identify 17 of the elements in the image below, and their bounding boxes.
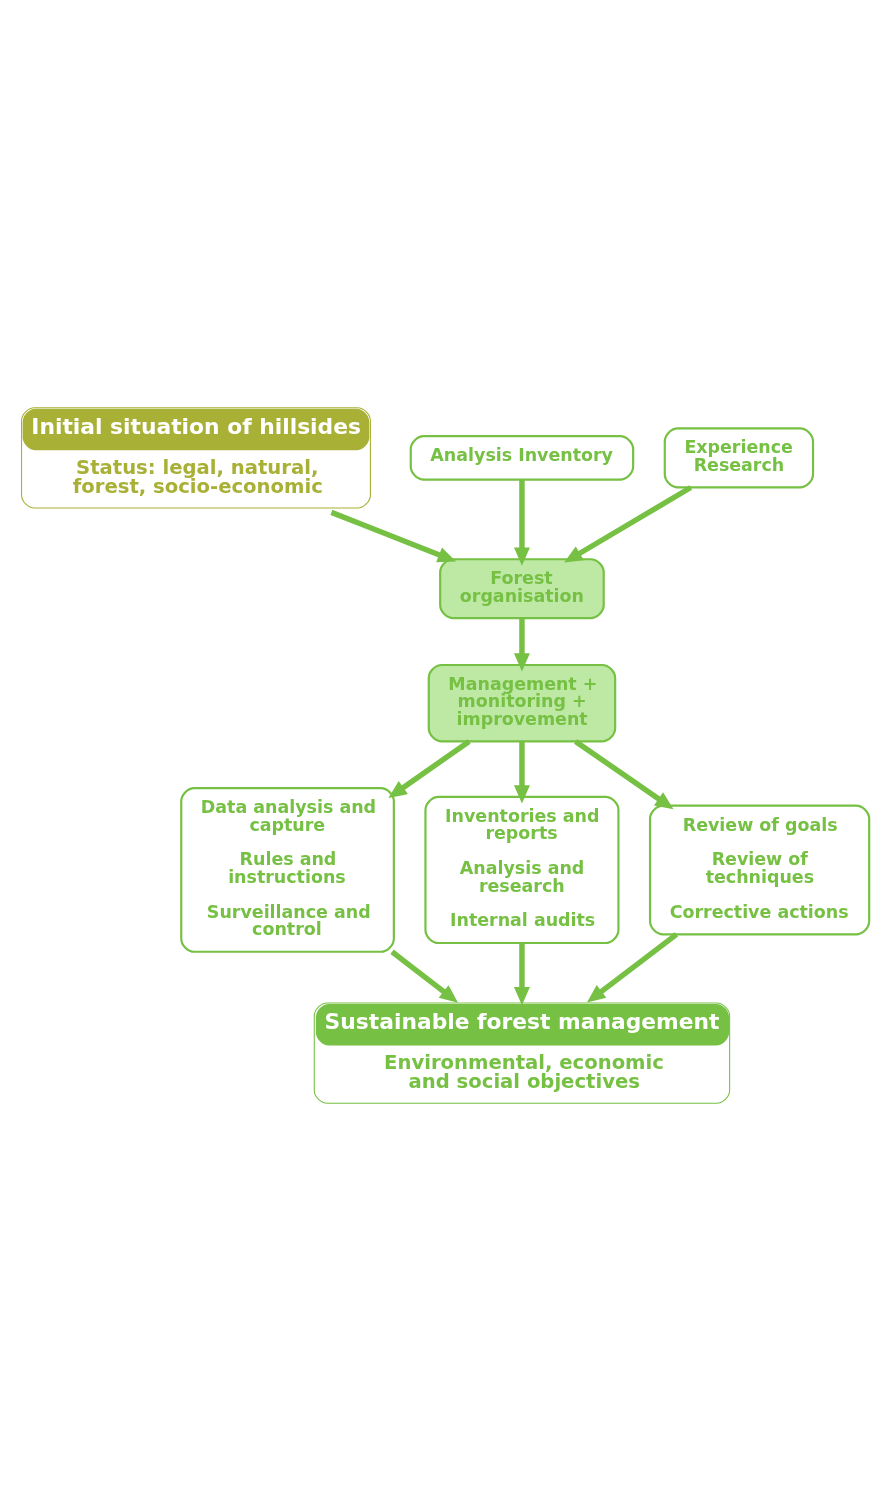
node-box: Data analysis and capture Rules and instructions Surveillance and control: [180, 787, 395, 953]
arrow: [513, 943, 530, 1006]
arrow: [513, 741, 530, 804]
node-box: Forest organisation: [439, 558, 605, 620]
arrow: [564, 485, 693, 563]
arrow: [574, 739, 674, 810]
arrow: [388, 739, 471, 799]
arrow: [587, 932, 679, 1003]
node-box: Management + monitoring + improvement: [427, 663, 617, 743]
arrow: [330, 509, 457, 563]
node-box: Inventories and reports Analysis and research Internal audits: [424, 795, 620, 945]
node-box: Review of goals Review of techniques Corrective actions: [648, 804, 871, 936]
arrow: [513, 618, 530, 672]
arrow: [390, 949, 458, 1003]
node-box: Analysis Inventory: [409, 435, 635, 481]
node-box: Experience Research: [663, 427, 815, 489]
arrow: [513, 479, 530, 566]
